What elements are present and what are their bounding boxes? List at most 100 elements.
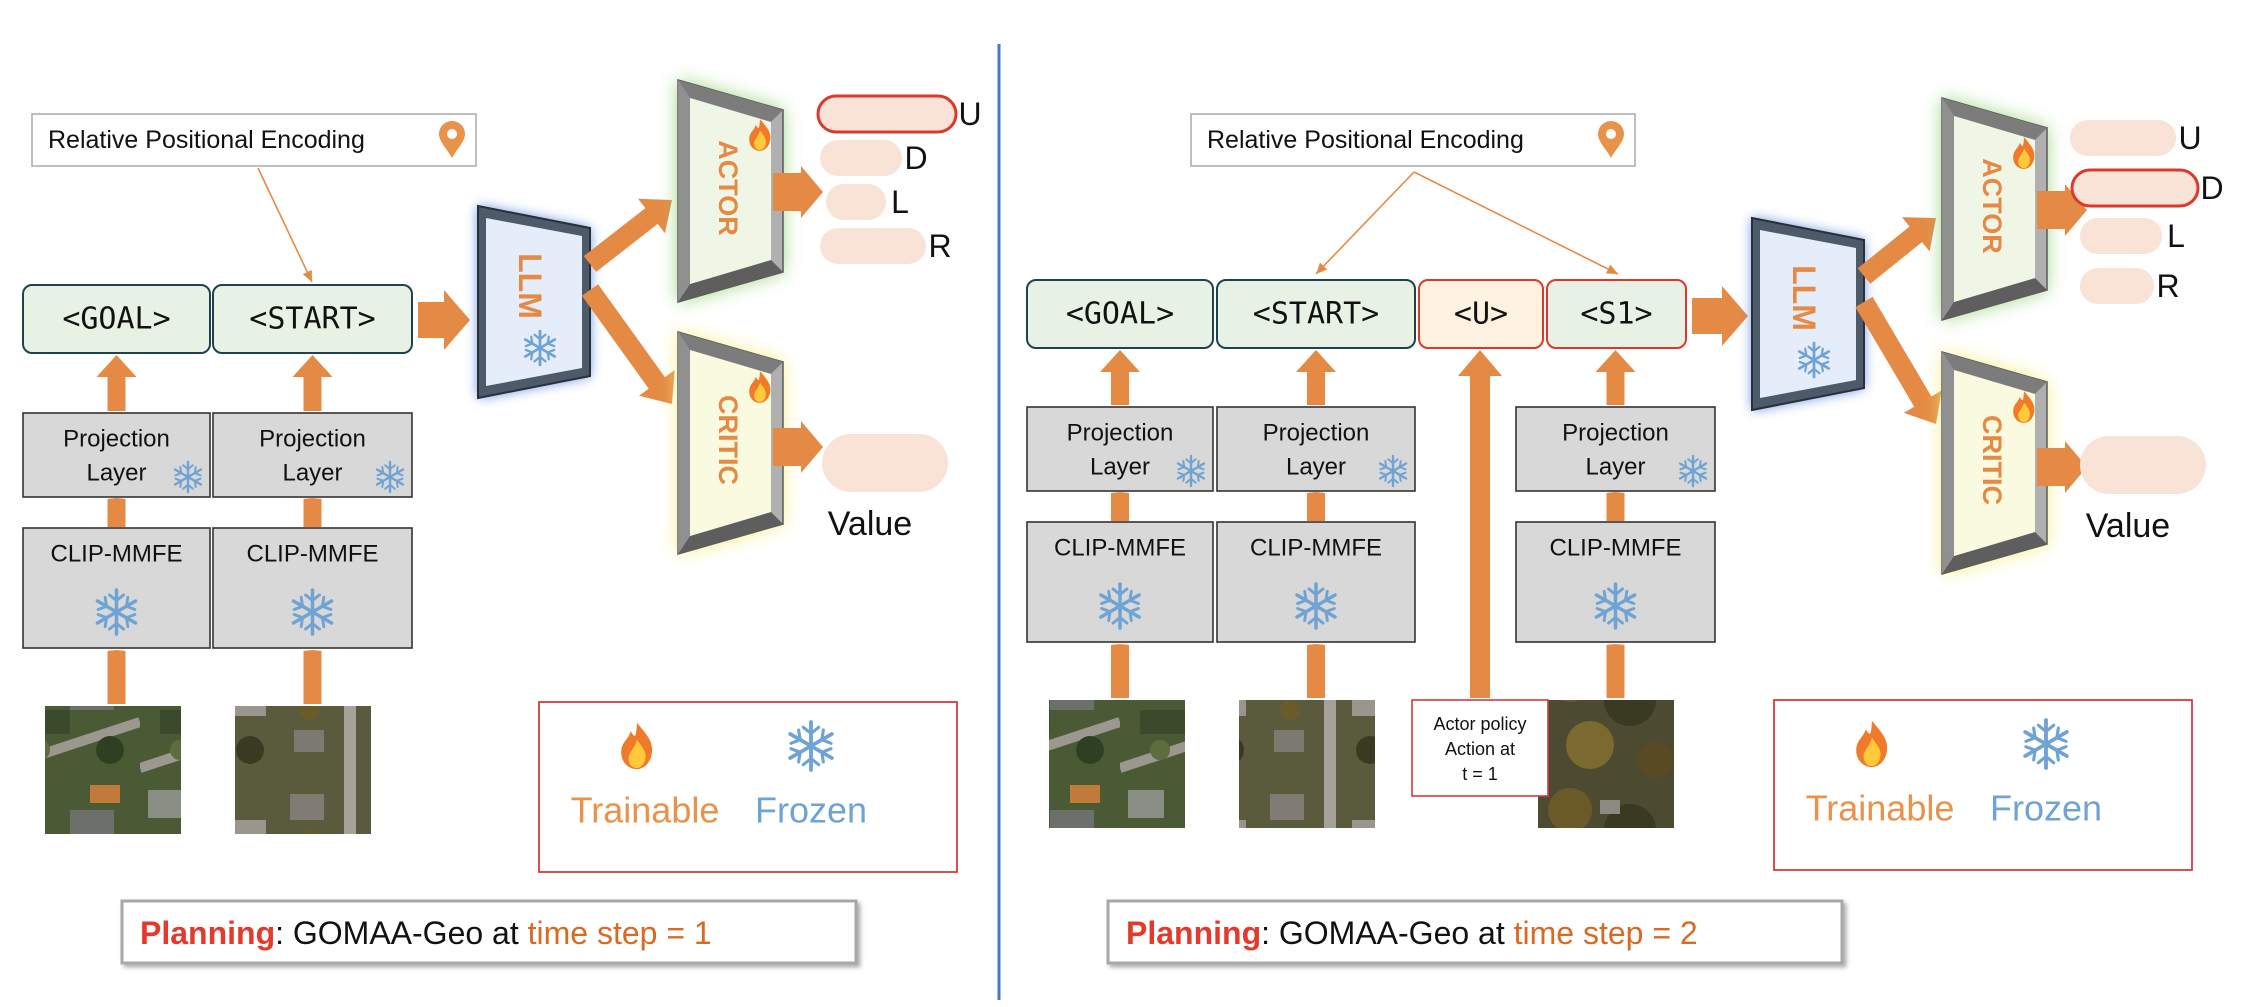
flow-arrow <box>1110 492 1130 521</box>
snowflake-branch <box>820 747 833 764</box>
flow-arrow <box>1855 296 1942 424</box>
action-pill <box>2070 120 2176 156</box>
token-box <box>22 284 211 354</box>
snowflake-branch <box>1623 607 1636 623</box>
snowflake-arm <box>1185 454 1197 473</box>
critic-block-bevel-bottom <box>1942 532 2047 574</box>
encoding-arrowhead <box>302 269 312 282</box>
snowflake-arm <box>1391 469 1408 482</box>
snowflake-arm <box>809 744 834 764</box>
encoding-arrowhead <box>1605 264 1618 274</box>
fire-inner <box>628 739 646 769</box>
snowflake-branch <box>1398 460 1407 471</box>
snowflake-core <box>387 474 393 480</box>
snowflake-arm <box>1613 589 1637 608</box>
snowflake-arm <box>1807 341 1821 362</box>
snowflake-arm <box>1691 460 1708 473</box>
clip-mmfe-label: CLIP-MMFE <box>1550 535 1682 562</box>
snowflake-arm <box>1189 460 1206 473</box>
snowflake-arm <box>310 595 334 614</box>
caption-time-step: time step = 1 <box>528 915 712 951</box>
action-label: R <box>2156 268 2179 304</box>
token-label: <GOAL> <box>1066 297 1174 332</box>
snowflake-arm <box>291 595 315 614</box>
flow-arrow <box>106 498 127 527</box>
critic-block-bevel-left <box>678 332 690 554</box>
snowflake-branch <box>174 466 183 477</box>
snowflake-branch <box>1185 458 1197 465</box>
snowflake-branch <box>1111 587 1129 597</box>
flow-arrow <box>302 650 323 704</box>
snowflake-core <box>1390 468 1396 474</box>
encoding-line <box>1413 171 1619 275</box>
snowflake-arm <box>291 610 315 629</box>
aerial-image <box>1538 700 1674 828</box>
snowflake-arm <box>304 610 321 636</box>
projection-label: Layer <box>1585 454 1645 481</box>
fire-inner <box>754 130 766 151</box>
snowflake-arm <box>114 610 138 629</box>
aerial-image <box>235 706 371 834</box>
snowflake-branch <box>1820 360 1830 373</box>
snowflake-arm <box>1378 460 1395 473</box>
snowflake-arm <box>533 346 547 367</box>
token-label: <START> <box>249 302 375 337</box>
snowflake-arm <box>173 475 190 488</box>
snowflake-core <box>1690 468 1696 474</box>
aerial-image <box>1239 700 1375 828</box>
fire-inner <box>2018 148 2030 169</box>
snowflake-core <box>1611 602 1620 610</box>
snowflake-arm <box>788 744 813 764</box>
actor-label: ACTOR <box>713 140 743 236</box>
fire-icon <box>749 371 771 403</box>
flow-arrow <box>302 498 323 527</box>
snowflake-core <box>807 742 815 750</box>
token-label: <GOAL> <box>62 302 170 337</box>
snowflake-arm <box>1797 358 1816 373</box>
actor-label: ACTOR <box>1977 158 2007 254</box>
snowflake-arm <box>95 610 119 629</box>
snowflake-branch <box>304 593 321 603</box>
snowflake-branch <box>533 333 547 341</box>
flow-arrow <box>1110 644 1130 698</box>
pin-hole <box>447 129 457 139</box>
snowflake-branch <box>193 466 202 477</box>
action-label: L <box>891 184 909 220</box>
snowflake-branch <box>1296 607 1308 623</box>
projection-label: Projection <box>63 426 170 453</box>
snowflake-core <box>1312 602 1320 610</box>
actor-policy-note <box>1411 699 1549 797</box>
encoding-arrowhead <box>1316 262 1328 274</box>
action-label: D <box>904 140 927 176</box>
projection-label: Projection <box>1562 420 1669 447</box>
caption-middle: : GOMAA-Geo at <box>275 915 528 951</box>
snowflake-arm <box>1678 460 1695 473</box>
snowflake-branch <box>1679 471 1688 482</box>
snowflake-arm <box>1807 358 1821 379</box>
snowflake-arm <box>1391 460 1408 473</box>
action-pill <box>2080 218 2162 254</box>
snowflake-branch <box>1595 589 1608 605</box>
snowflake-icon <box>375 460 405 494</box>
snowflake-arm <box>1387 469 1399 488</box>
actor-block-bevel-left <box>678 80 690 302</box>
snowflake-icon <box>523 329 557 367</box>
actor-block: ACTOR <box>677 79 784 303</box>
snowflake-branch <box>376 466 385 477</box>
snowflake-arm <box>1812 358 1831 373</box>
snowflake-branch <box>376 477 385 488</box>
snowflake-branch <box>96 613 109 629</box>
action-label: R <box>928 228 951 264</box>
snowflake-icon <box>173 460 203 494</box>
snowflake-branch <box>1807 345 1821 353</box>
snowflake-core <box>2042 740 2050 748</box>
flow-arrow <box>773 166 823 218</box>
snowflake-arm <box>1176 460 1193 473</box>
snowflake-branch <box>384 464 396 471</box>
snowflake-branch <box>292 595 305 611</box>
snowflake-branch <box>1623 589 1636 605</box>
snowflake-core <box>308 608 317 616</box>
snowflake-branch <box>1798 360 1808 373</box>
snowflake-arm <box>384 475 396 494</box>
